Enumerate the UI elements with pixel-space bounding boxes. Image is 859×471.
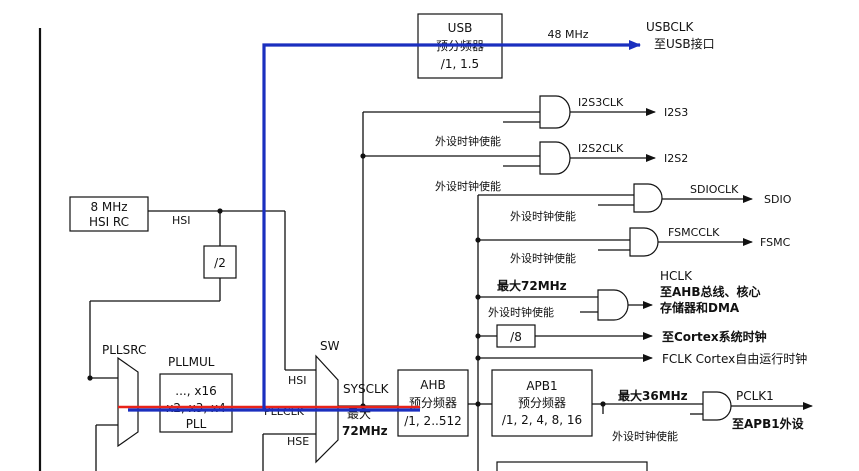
next-prescaler-block [496,461,648,471]
pclk1-label: PCLK1 [736,389,774,403]
pll-block: ..., x16 x2, x3, x4 PLL [159,373,233,433]
ahb-title: AHB [420,378,445,392]
sw-label: SW [320,339,340,353]
usb-prescaler-ratio: /1, 1.5 [441,57,479,71]
div2-label: /2 [214,256,226,270]
fsmc-enable-label: 外设时钟使能 [510,251,576,265]
hsi-rc-name: HSI RC [89,215,129,229]
i2s3-enable-label: 外设时钟使能 [435,134,501,148]
hclk-enable-label: 外设时钟使能 [488,305,554,319]
pll-name: PLL [186,417,207,431]
fclk-label: FCLK Cortex自由运行时钟 [662,351,807,366]
sdio-gate [598,183,663,213]
fsmc-gate [598,227,659,257]
hsi-rc-block: 8 MHz HSI RC [69,196,149,232]
ahb-max-label: 最大72MHz [497,278,567,293]
ahb-ratio: /1, 2..512 [404,414,461,428]
i2s2clk-label: I2S2CLK [578,142,624,155]
i2s3-gate [503,95,571,129]
ahb-subtitle: 预分频器 [409,396,457,410]
i2s3-label: I2S3 [664,106,688,119]
i2s2-gate [503,141,571,175]
apb1-title: APB1 [526,379,557,393]
pllmul-label: PLLMUL [168,355,215,369]
sdio-enable-label: 外设时钟使能 [510,209,576,223]
i2s3clk-label: I2S3CLK [578,96,624,109]
hclk-gate [580,289,629,321]
apb1-ratio: /1, 2, 4, 8, 16 [502,413,582,427]
cortex-sys-label: 至Cortex系统时钟 [662,329,767,344]
apb1-prescaler-block: APB1 预分频器 /1, 2, 4, 8, 16 [491,369,593,437]
sys-max-value: 72MHz [342,424,388,438]
usb-freq-label: 48 MHz [547,28,588,41]
hse-label: HSE [287,435,309,448]
hsi-label: HSI [172,214,191,227]
junction-dots [87,153,606,409]
div2-block: /2 [203,245,237,279]
div8-block: /8 [496,324,536,348]
hclk-label: HCLK [660,269,693,283]
hclk-dest2-label: 存储器和DMA [659,300,740,315]
fsmc-label: FSMC [760,236,791,249]
apb1-dest-label: 至APB1外设 [732,416,805,431]
usb-dest-label: 至USB接口 [654,36,715,51]
blue-usb-highlight-path [128,40,641,412]
pclk1-gate [602,391,732,421]
div8-label: /8 [510,330,522,344]
usbclk-label: USBCLK [646,20,694,34]
sdio-label: SDIO [764,193,792,206]
hclk-dest1-label: 至AHB总线、核心 [660,284,760,299]
i2s2-enable-label: 外设时钟使能 [435,179,501,193]
sysclk-label: SYSCLK [343,382,390,396]
sw-hsi-label: HSI [288,374,307,387]
i2s2-label: I2S2 [664,152,688,165]
usb-prescaler-title: USB [448,21,473,35]
pllsrc-label: PLLSRC [102,343,146,357]
apb1-max-label: 最大36MHz [618,388,688,403]
pll-multiplier-high: ..., x16 [175,384,216,398]
ahb-prescaler-block: AHB 预分频器 /1, 2..512 [397,369,469,437]
fsmcclk-label: FSMCCLK [668,226,720,239]
sdioclk-label: SDIOCLK [690,183,739,196]
hsi-rc-freq: 8 MHz [90,200,127,214]
apb1-subtitle: 预分频器 [518,396,566,410]
pllsrc-mux [117,356,139,448]
apb1-enable-label: 外设时钟使能 [612,429,678,443]
